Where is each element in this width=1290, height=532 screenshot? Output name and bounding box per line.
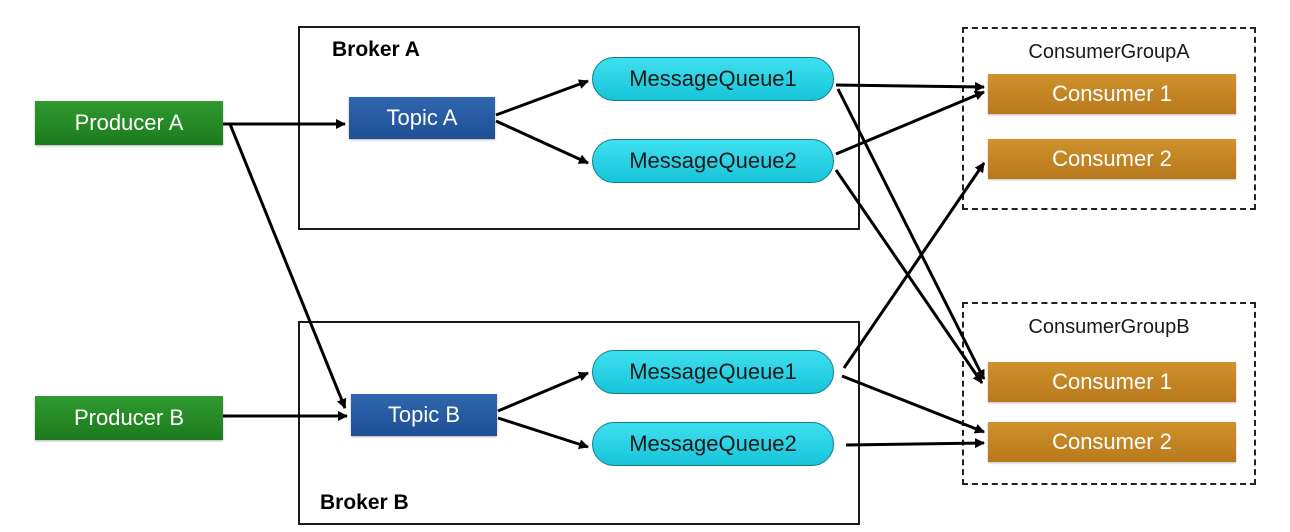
consumer-group-b-label: ConsumerGroupB [1028,316,1190,338]
broker-a-message-queue-1[interactable]: MessageQueue1 [592,57,834,101]
group-a-consumer-1[interactable]: Consumer 1 [988,74,1236,114]
group-b-consumer-1[interactable]: Consumer 1 [988,362,1236,402]
broker-a-message-queue-2[interactable]: MessageQueue2 [592,139,834,183]
producer-a[interactable]: Producer A [35,101,223,145]
group-a-consumer-2[interactable]: Consumer 2 [988,139,1236,179]
consumer-group-a-box: ConsumerGroupA [962,27,1256,210]
topic-a[interactable]: Topic A [349,97,495,139]
broker-a-label: Broker A [332,38,420,61]
consumer-group-a-label: ConsumerGroupA [1028,41,1190,63]
group-b-consumer-2[interactable]: Consumer 2 [988,422,1236,462]
broker-b-label: Broker B [320,491,409,514]
producer-b[interactable]: Producer B [35,396,223,440]
topic-b[interactable]: Topic B [351,394,497,436]
broker-b-message-queue-2[interactable]: MessageQueue2 [592,422,834,466]
broker-b-message-queue-1[interactable]: MessageQueue1 [592,350,834,394]
